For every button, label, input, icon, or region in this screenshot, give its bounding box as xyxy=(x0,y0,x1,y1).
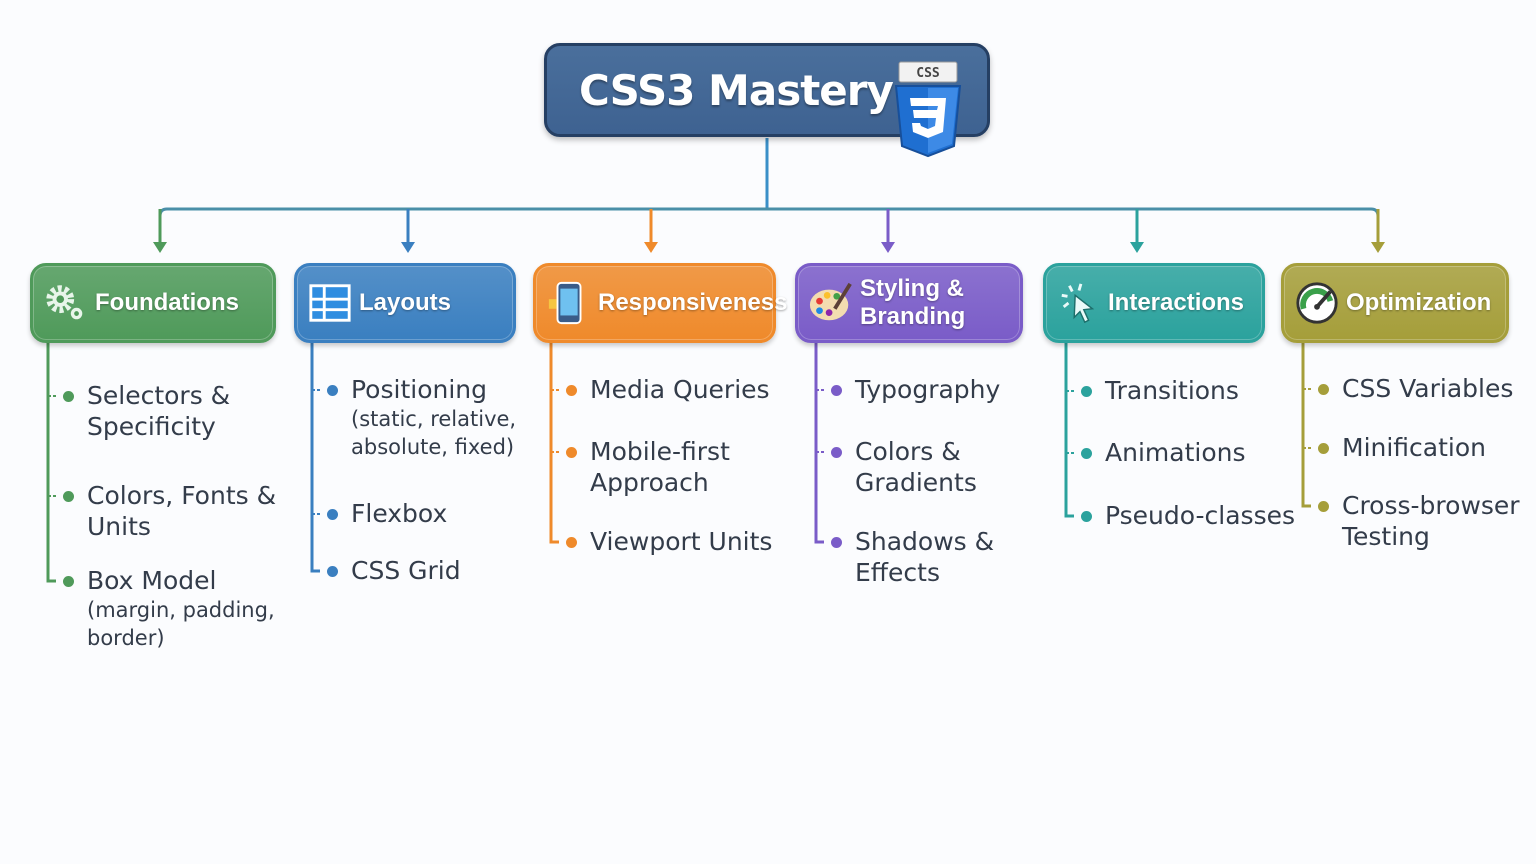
item-text: Cross-browser Testing xyxy=(1342,491,1520,551)
item-text: Shadows & Effects xyxy=(855,527,995,587)
category-label: Styling & Branding xyxy=(860,275,966,330)
item-connector xyxy=(1064,343,1074,518)
item-subtext: (margin, padding, border) xyxy=(87,598,275,650)
category-responsiveness: Responsiveness xyxy=(533,263,787,343)
list-item: Flexbox xyxy=(351,498,531,529)
cursor-click-icon xyxy=(1056,280,1102,326)
bullet-icon xyxy=(831,447,842,458)
item-text: Typography xyxy=(855,375,1001,404)
category-label: Layouts xyxy=(359,289,452,316)
bullet-icon xyxy=(63,391,74,402)
list-item: Minification xyxy=(1342,432,1532,463)
bullet-icon xyxy=(566,385,577,396)
item-text: Flexbox xyxy=(351,499,448,528)
category-optimization: Optimization xyxy=(1281,263,1509,343)
list-item: Transitions xyxy=(1105,375,1295,406)
branch-connector xyxy=(158,207,1380,224)
list-item: Shadows & Effects xyxy=(855,526,1005,588)
item-text: Positioning xyxy=(351,375,487,404)
speedometer-icon xyxy=(1294,280,1340,326)
item-connector xyxy=(310,343,320,573)
item-text: Mobile-first Approach xyxy=(590,437,730,497)
bullet-icon xyxy=(1318,443,1329,454)
bullet-icon xyxy=(63,491,74,502)
gears-icon xyxy=(43,280,89,326)
arrow-icon xyxy=(1130,242,1144,253)
list-item: Colors & Gradients xyxy=(855,436,1005,498)
category-interactions: Interactions xyxy=(1043,263,1265,343)
bullet-icon xyxy=(831,537,842,548)
root-title: CSS3 Mastery xyxy=(579,66,894,115)
category-foundations: Foundations xyxy=(30,263,276,343)
item-text: Viewport Units xyxy=(590,527,773,556)
item-text: CSS Grid xyxy=(351,556,461,585)
item-text: Selectors & Specificity xyxy=(87,381,231,441)
list-item: Animations xyxy=(1105,437,1295,468)
item-text: Animations xyxy=(1105,438,1246,467)
item-connector xyxy=(46,343,56,583)
list-item: Mobile-first Approach xyxy=(590,436,780,498)
item-text: Media Queries xyxy=(590,375,770,404)
item-subtext: (static, relative, absolute, fixed) xyxy=(351,407,517,459)
item-connector xyxy=(814,343,824,544)
bullet-icon xyxy=(1318,501,1329,512)
arrow-icon xyxy=(881,242,895,253)
list-item: Viewport Units xyxy=(590,526,780,557)
category-label: Interactions xyxy=(1108,289,1245,316)
list-item: Selectors & Specificity xyxy=(87,380,277,442)
list-item: CSS Variables xyxy=(1342,373,1532,404)
bullet-icon xyxy=(63,576,74,587)
item-connector xyxy=(549,343,559,544)
grid-layout-icon xyxy=(307,280,353,326)
bullet-icon xyxy=(327,566,338,577)
category-label: Responsiveness xyxy=(598,289,788,316)
arrow-icon xyxy=(644,242,658,253)
bullet-icon xyxy=(1081,386,1092,397)
bullet-icon xyxy=(1318,384,1329,395)
arrow-icon xyxy=(153,242,167,253)
list-item: Box Model (margin, padding, border) xyxy=(87,565,277,652)
item-text: Colors, Fonts & Units xyxy=(87,481,277,541)
list-item: Colors, Fonts & Units xyxy=(87,480,277,542)
arrow-icon xyxy=(401,242,415,253)
bullet-icon xyxy=(327,385,338,396)
bullet-icon xyxy=(327,509,338,520)
item-text: CSS Variables xyxy=(1342,374,1514,403)
list-item: Cross-browser Testing xyxy=(1342,490,1532,552)
list-item: Typography xyxy=(855,374,1005,405)
list-item: Pseudo-classes xyxy=(1105,500,1295,531)
list-item: CSS Grid xyxy=(351,555,531,586)
item-text: Minification xyxy=(1342,433,1487,462)
list-item: Positioning (static, relative, absolute, … xyxy=(351,374,531,461)
item-text: Colors & Gradients xyxy=(855,437,977,497)
category-styling: Styling & Branding xyxy=(795,263,1023,343)
item-connector xyxy=(1301,343,1311,508)
item-text: Box Model xyxy=(87,566,217,595)
mobile-device-icon xyxy=(546,280,592,326)
bullet-icon xyxy=(831,385,842,396)
bullet-icon xyxy=(1081,511,1092,522)
bullet-icon xyxy=(566,447,577,458)
item-text: Transitions xyxy=(1105,376,1239,405)
bullet-icon xyxy=(566,537,577,548)
list-item: Media Queries xyxy=(590,374,780,405)
palette-icon xyxy=(808,280,854,326)
css3-logo-icon: CSS xyxy=(894,61,962,158)
arrow-icon xyxy=(1371,242,1385,253)
category-label: Foundations xyxy=(95,289,239,316)
bullet-icon xyxy=(1081,448,1092,459)
item-text: Pseudo-classes xyxy=(1105,501,1296,530)
category-label: Optimization xyxy=(1346,289,1492,316)
svg-text:CSS: CSS xyxy=(916,66,940,81)
category-layouts: Layouts xyxy=(294,263,516,343)
